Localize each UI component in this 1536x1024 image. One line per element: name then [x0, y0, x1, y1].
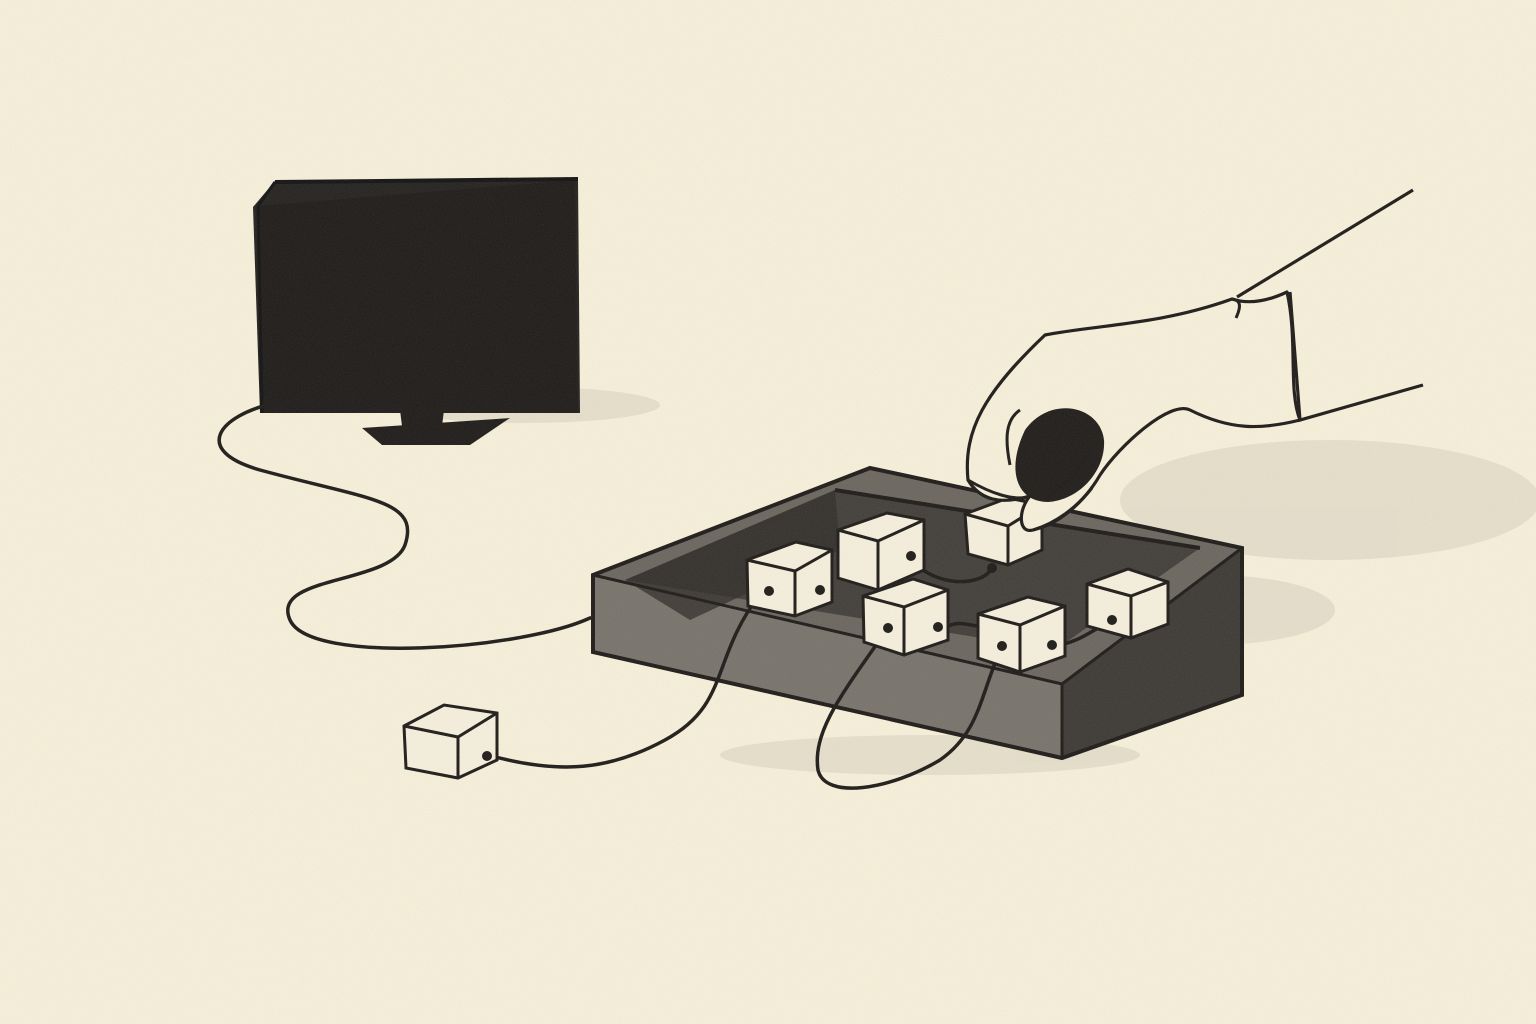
cube-icon [1085, 567, 1170, 640]
loose-cube-icon [402, 703, 499, 780]
hand-icon [965, 188, 1424, 532]
cable-center-loop [815, 626, 1004, 790]
cable-loose-cube [486, 592, 762, 769]
cube-group [745, 496, 1170, 674]
cables [217, 401, 1114, 790]
cube-icon [976, 595, 1067, 674]
cube-icon [836, 511, 926, 592]
cube-icon [861, 577, 950, 657]
cube-icon [745, 540, 834, 618]
monitor-icon [253, 177, 580, 445]
cable-monitor-to-tray [217, 401, 592, 650]
